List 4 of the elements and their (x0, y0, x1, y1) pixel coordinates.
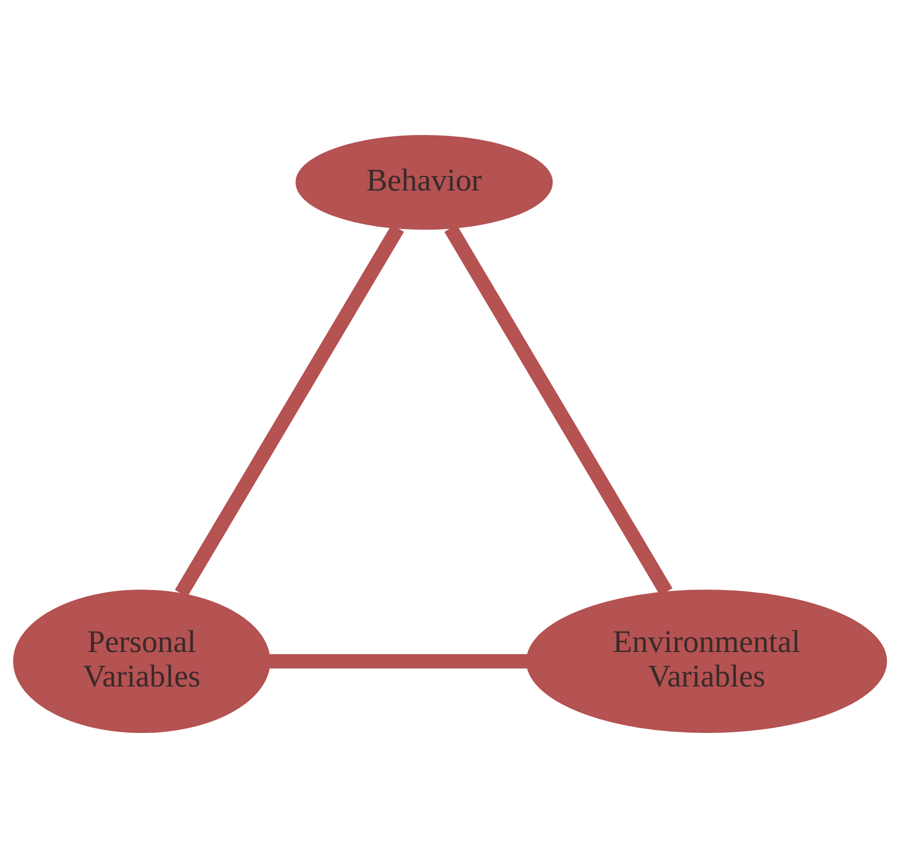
node-ellipse: Environmental Variables (526, 590, 888, 733)
node-ellipse: Behavior (296, 134, 553, 230)
node-ellipse: Personal Variables (13, 590, 270, 733)
connector (270, 654, 527, 668)
